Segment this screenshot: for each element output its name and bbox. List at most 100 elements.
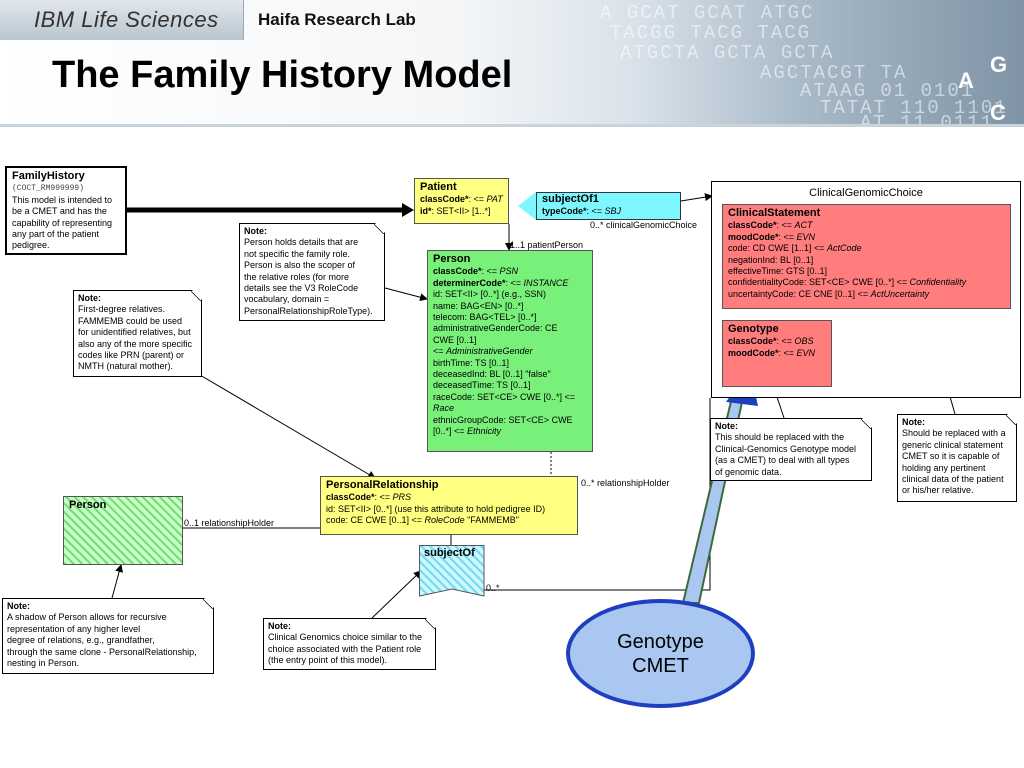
- note-line: holding any pertinent: [902, 462, 986, 473]
- attr-value: RoleCode: [424, 515, 465, 526]
- note-line: A shadow of Person allows for recursive: [7, 612, 167, 623]
- note-clinical-choice: Note: Clinical Genomics choice similar t…: [263, 618, 436, 670]
- note-shadow-link: [111, 564, 124, 599]
- attr-value: ACT: [794, 220, 813, 231]
- attr-key: classCode*: [433, 266, 482, 277]
- header-divider: [0, 124, 1024, 127]
- attr-rest: <=: [433, 346, 447, 357]
- person-shadow-box: Person: [63, 496, 183, 565]
- note-title: Note:: [268, 621, 291, 631]
- attr-rest: : <=: [776, 220, 795, 231]
- attr-key: determinerCode*: [433, 277, 506, 288]
- note-relationship-link: [199, 374, 376, 479]
- person-attr: deceasedTime: TS [0..1]: [433, 380, 531, 391]
- person-attr: CWE [0..1]: [433, 334, 477, 345]
- dna-row: ATGCTA GCTA GCTA: [620, 42, 835, 64]
- note-line: Person holds details that are: [244, 237, 359, 248]
- patient-id: id*: SET<II> [1..*]: [420, 206, 503, 217]
- attr-key: classCode*: [420, 194, 469, 205]
- note-line: the relative roles (for more: [244, 271, 350, 282]
- note-line: NMTH (natural mother).: [78, 361, 174, 372]
- person-attr: deceasedInd: BL [0..1] "false": [433, 369, 551, 380]
- attr-value: Ethnicity: [467, 426, 502, 437]
- attr-rest: code: CE CWE [0..1] <=: [326, 515, 425, 526]
- attr-value: EVN: [796, 347, 816, 358]
- attr-rest: : SET<II> [1..*]: [431, 205, 491, 216]
- attr-key: moodCode*: [728, 347, 779, 358]
- note-line: through the same clone - PersonalRelatio…: [7, 646, 197, 657]
- person-attr: name: BAG<EN> [0..*]: [433, 300, 524, 311]
- note-person-link: [384, 287, 428, 302]
- note-line: not specific the family role.: [244, 248, 351, 259]
- attr-rest: : <=: [481, 266, 500, 277]
- note-line: of genomic data.: [715, 466, 782, 477]
- attr-rest: : <=: [505, 277, 524, 288]
- person-determiner-code: determinerCode*: <= INSTANCE: [433, 278, 587, 289]
- attr-value: ActUncertainty: [870, 288, 930, 299]
- attr-value: PAT: [486, 194, 503, 205]
- subjectof1-link: [680, 193, 713, 202]
- attr-value: Race: [433, 403, 455, 414]
- attr-rest: : <=: [776, 336, 795, 347]
- statement-class-code: classCode*: <= ACT: [728, 220, 1005, 231]
- dna-row: ATAAG 01 0101: [800, 80, 975, 102]
- clinical-genomic-choice-title: ClinicalGenomicChoice: [809, 187, 923, 199]
- note-line: degree of relations, e.g., grandfather,: [7, 635, 155, 646]
- page-title: The Family History Model: [52, 54, 513, 96]
- genotype-title: Genotype: [728, 323, 779, 335]
- genotype-box: Genotype classCode*: <= OBS moodCode*: <…: [722, 320, 832, 387]
- dna-letter: C: [990, 100, 1006, 125]
- note-line: Clinical Genomics choice similar to the: [268, 632, 423, 643]
- attr-rest: : <=: [468, 194, 487, 205]
- note-line: Person is also the scoper of: [244, 260, 356, 271]
- attr-value: PRS: [392, 492, 412, 503]
- attr-value: ActCode: [827, 243, 862, 254]
- attr-key: classCode*: [728, 220, 777, 231]
- note-line: (as a CMET) to deal with all types: [715, 455, 850, 466]
- callout-line: Genotype: [617, 630, 704, 653]
- note-title: Note:: [715, 421, 738, 431]
- dna-letter: G: [990, 52, 1008, 77]
- subjectof-outline: [419, 545, 485, 597]
- relationship-code: code: CE CWE [0..1] <= RoleCode "FAMMEMB…: [326, 515, 572, 526]
- patient-title: Patient: [420, 181, 457, 193]
- person-admin-gender: <= AdministrativeGender: [433, 346, 587, 357]
- note-line: CMET so it is capable of: [902, 451, 1000, 462]
- subjectof1-type-code: typeCode*: <= SBJ: [542, 206, 675, 217]
- dna-row: A GCAT GCAT ATGC: [600, 2, 815, 24]
- subjectof-title: subjectOf: [424, 547, 475, 559]
- attr-key: moodCode*: [728, 231, 779, 242]
- person-attr: id: SET<II> [0..*] (e.g., SSN): [433, 289, 547, 300]
- note-line: nesting in Person.: [7, 658, 80, 669]
- attr-key: classCode*: [728, 336, 777, 347]
- patient-person-label: 1..1 patientPerson: [510, 240, 584, 250]
- person-ethnicity: [0..*] <= Ethnicity: [433, 426, 587, 437]
- note-line: PersonalRelationshipRoleType).: [244, 305, 373, 316]
- attr-key: id*: [420, 205, 432, 216]
- note-line: representation of any higher level: [7, 623, 141, 634]
- statement-code: code: CD CWE [1..1] <= ActCode: [728, 243, 1005, 254]
- note-line: This should be replaced with the: [715, 432, 845, 443]
- note-line: details see the V3 RoleCode: [244, 283, 359, 294]
- relationship-holder-left-label: 0..1 relationshipHolder: [184, 518, 275, 528]
- family-history-title: FamilyHistory: [12, 170, 85, 182]
- person-attr: raceCode: SET<CE> CWE [0..*] <=: [433, 391, 576, 402]
- statement-uncertainty: uncertaintyCode: CE CNE [0..1] <= ActUnc…: [728, 289, 1005, 300]
- cgc-multiplicity-label: 0..* clinicalGenomicChoice: [590, 220, 698, 230]
- dna-row: TATAT 110 1101: [820, 97, 1008, 119]
- note-line: also any of the more specific: [78, 338, 193, 349]
- note-line: (the entry point of this model).: [268, 655, 388, 666]
- person-attr: administrativeGenderCode: CE: [433, 323, 558, 334]
- note-line: First-degree relatives.: [78, 304, 166, 315]
- dna-letter: A: [958, 68, 974, 93]
- callout-arrow-icon: [681, 370, 750, 604]
- attr-key: typeCode*: [542, 206, 587, 217]
- attr-key: classCode*: [326, 492, 375, 503]
- note-first-degree: Note: First-degree relatives. FAMMEMB co…: [73, 290, 202, 377]
- dna-row: AT 11 0111: [860, 112, 995, 127]
- note-line: FAMMEMB could be used: [78, 315, 183, 326]
- attr-rest: : <=: [778, 231, 797, 242]
- note-generic-statement: Note: Should be replaced with a generic …: [897, 414, 1017, 502]
- clinical-statement-title: ClinicalStatement: [728, 207, 821, 219]
- statement-mood-code: moodCode*: <= EVN: [728, 232, 1005, 243]
